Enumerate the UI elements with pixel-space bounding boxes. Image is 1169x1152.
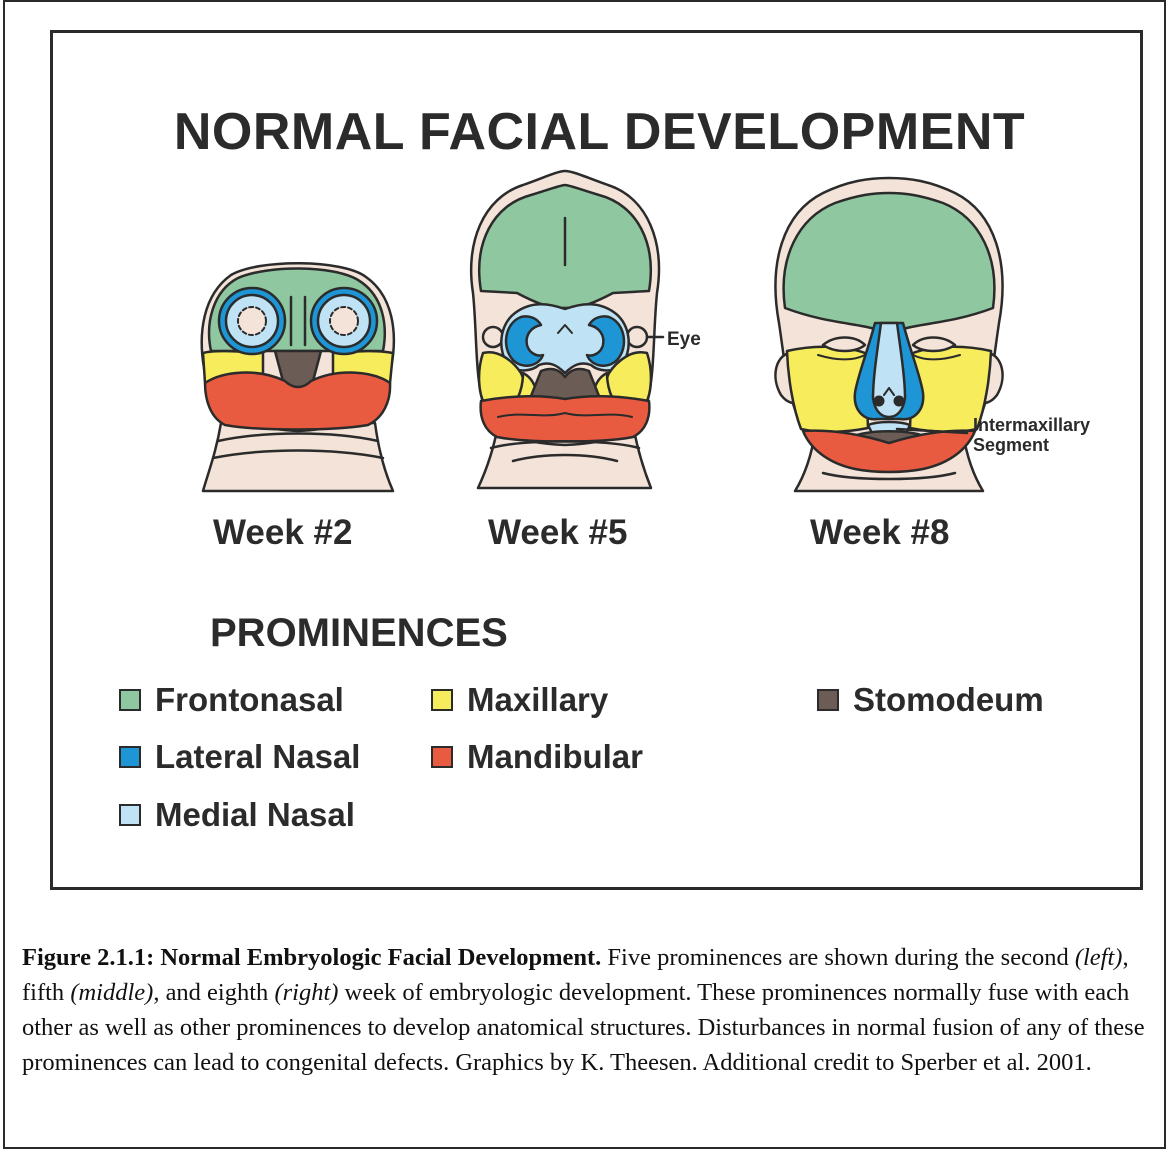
caption-italic-left: (left): [1075, 944, 1123, 971]
caption-italic-middle: (middle): [70, 979, 153, 1006]
legend-item-mandibular: Mandibular: [431, 740, 643, 773]
legend-label: Frontonasal: [155, 683, 344, 716]
week8-embryo: [775, 178, 1002, 491]
week5-label: Week #5: [488, 515, 627, 550]
caption-text-1: Five prominences are shown during the se…: [601, 944, 1075, 971]
legend-item-stomodeum: Stomodeum: [817, 683, 1044, 716]
frontonasal-swatch: [119, 689, 141, 711]
figure-caption: Figure 2.1.1: Normal Embryologic Facial …: [22, 940, 1162, 1080]
lateral-nasal-swatch: [119, 746, 141, 768]
mandibular-swatch: [431, 746, 453, 768]
legend-title: PROMINENCES: [210, 613, 508, 653]
legend-label: Medial Nasal: [155, 798, 355, 831]
legend-item-maxillary: Maxillary: [431, 683, 608, 716]
intermaxillary-annotation-line2: Segment: [973, 435, 1049, 455]
maxillary-swatch: [431, 689, 453, 711]
week5-embryo: [471, 171, 663, 488]
week8-label: Week #8: [810, 515, 949, 550]
legend-item-frontonasal: Frontonasal: [119, 683, 344, 716]
caption-text-3: , and eighth: [153, 979, 274, 1006]
legend-label: Lateral Nasal: [155, 740, 360, 773]
caption-title: Figure 2.1.1: Normal Embryologic Facial …: [22, 944, 601, 971]
medial-nasal-swatch: [119, 804, 141, 826]
legend-item-medial-nasal: Medial Nasal: [119, 798, 355, 831]
week2-embryo: [202, 263, 394, 491]
week2-label: Week #2: [213, 515, 352, 550]
caption-italic-right: (right): [274, 979, 338, 1006]
legend-item-lateral-nasal: Lateral Nasal: [119, 740, 360, 773]
eye-annotation: Eye: [667, 329, 701, 350]
intermaxillary-annotation-line1: Intermaxillary: [973, 415, 1090, 435]
legend-label: Mandibular: [467, 740, 643, 773]
figure-frame: NORMAL FACIAL DEVELOPMENT: [3, 0, 1166, 1149]
stomodeum-swatch: [817, 689, 839, 711]
diagram-panel: NORMAL FACIAL DEVELOPMENT: [50, 30, 1143, 890]
legend-label: Stomodeum: [853, 683, 1044, 716]
legend-label: Maxillary: [467, 683, 608, 716]
